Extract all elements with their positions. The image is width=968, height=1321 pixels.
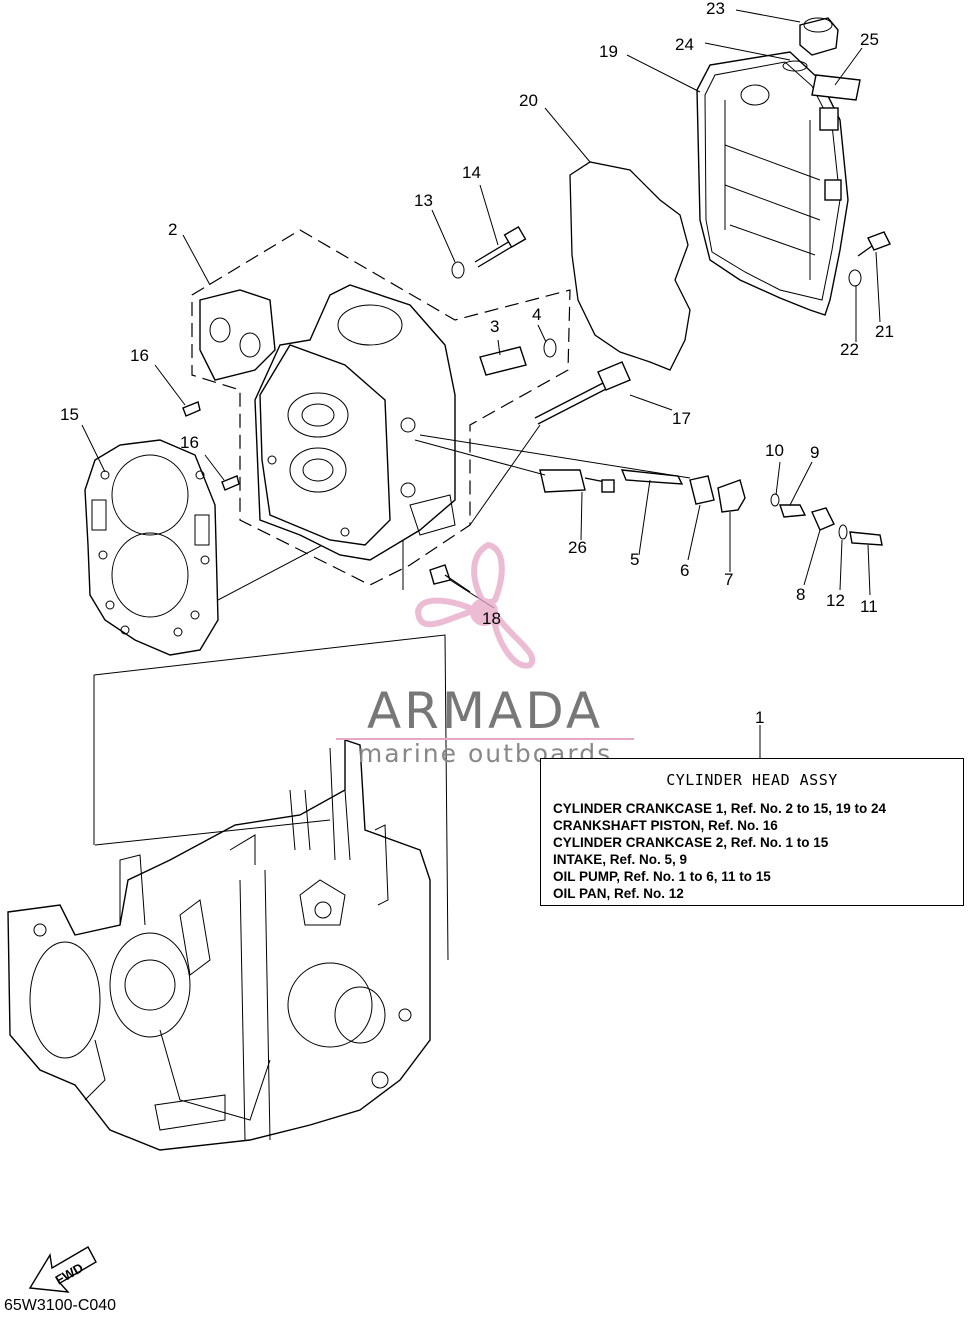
- legend-line: OIL PAN, Ref. No. 12: [553, 886, 684, 901]
- fwd-arrow: FWD: [28, 1246, 97, 1293]
- callout-20: 20: [519, 91, 538, 110]
- callout-9: 9: [810, 443, 819, 462]
- callout-25: 25: [860, 30, 879, 49]
- callout-numbers: 1 2 3 4 5 6 7 8 9 10 11 12 13 14 15 16 1…: [60, 0, 894, 727]
- callout-12: 12: [826, 591, 845, 610]
- callout-15: 15: [60, 405, 79, 424]
- callout-10: 10: [765, 441, 784, 460]
- callout-26: 26: [568, 538, 587, 557]
- callout-8: 8: [796, 585, 805, 604]
- callout-22: 22: [840, 340, 859, 359]
- small-parts-drawing: [182, 17, 891, 593]
- callout-13: 13: [414, 191, 433, 210]
- callout-14: 14: [462, 163, 481, 182]
- assembly-legend: CYLINDER HEAD ASSY CYLINDER CRANKCASE 1,…: [540, 758, 964, 906]
- cylinder-head-drawing: [191, 229, 571, 586]
- callout-24: 24: [675, 35, 694, 54]
- propeller-logo: [414, 541, 536, 669]
- legend-title: CYLINDER HEAD ASSY: [666, 771, 838, 789]
- brand-watermark: ARMADA marine outboards: [330, 686, 640, 768]
- callout-23: 23: [706, 0, 725, 18]
- brand-divider: [336, 738, 634, 740]
- drawing-code: 65W3100-C040: [4, 1297, 117, 1314]
- legend-line: CRANKSHAFT PISTON, Ref. No. 16: [553, 818, 778, 833]
- callout-5: 5: [630, 550, 639, 569]
- callout-11: 11: [860, 597, 878, 616]
- callout-2: 2: [168, 220, 177, 239]
- callout-19: 19: [599, 42, 618, 61]
- callout-21: 21: [875, 322, 894, 341]
- callout-6: 6: [680, 561, 689, 580]
- callout-18: 18: [482, 609, 501, 628]
- legend-line: CYLINDER CRANKCASE 2, Ref. No. 1 to 15: [553, 835, 829, 850]
- callout-17: 17: [672, 409, 691, 428]
- callout-1: 1: [755, 708, 764, 727]
- callout-4: 4: [532, 305, 541, 324]
- legend-line: CYLINDER CRANKCASE 1, Ref. No. 2 to 15, …: [553, 801, 887, 816]
- callout-3: 3: [490, 317, 499, 336]
- legend-line: OIL PUMP, Ref. No. 1 to 6, 11 to 15: [553, 869, 771, 884]
- brand-name: ARMADA: [366, 682, 604, 740]
- legend-line: INTAKE, Ref. No. 5, 9: [553, 852, 688, 867]
- cover-gasket-drawing: [569, 161, 691, 371]
- cylinder-block-drawing: [7, 739, 431, 1151]
- callout-16a: 16: [130, 346, 149, 365]
- callout-16b: 16: [180, 433, 199, 452]
- head-gasket-drawing: [84, 439, 219, 656]
- callout-7: 7: [724, 570, 733, 589]
